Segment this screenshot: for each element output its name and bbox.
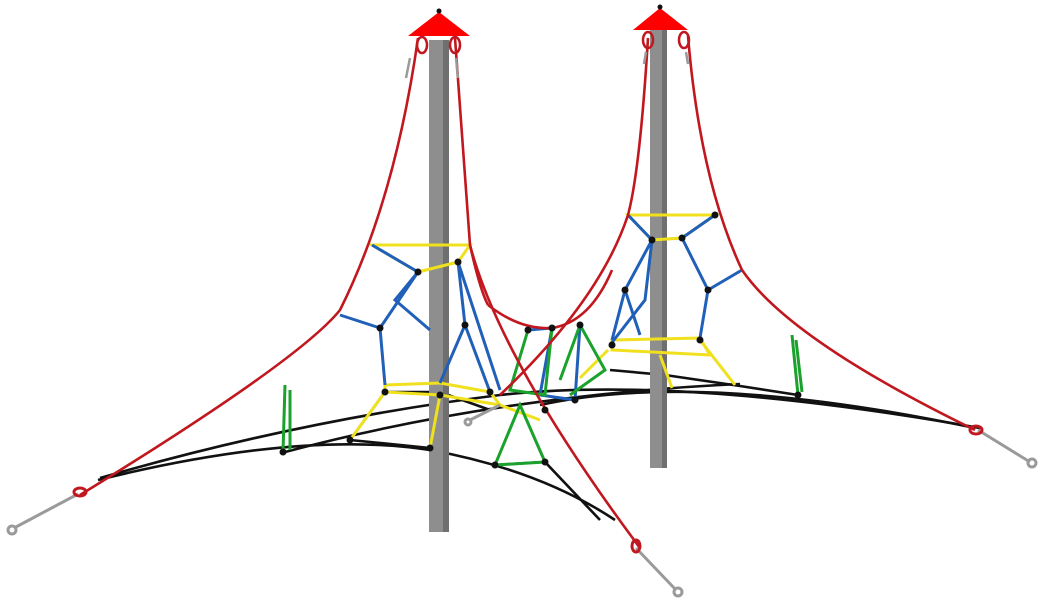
- knot: [461, 321, 469, 329]
- knot: [696, 336, 704, 344]
- anchor-shackle-icon: [72, 486, 88, 498]
- anchor-ring-icon: [463, 417, 473, 427]
- knot: [381, 388, 389, 396]
- blue-web-tower2-left: [610, 213, 654, 341]
- pole-left-shade: [443, 40, 449, 532]
- anchor-ring-icon: [6, 524, 18, 536]
- green-pyramid-center: [508, 327, 554, 397]
- cap-left-tip: [436, 8, 442, 14]
- knot: [608, 341, 616, 349]
- anchor-group: [6, 403, 1038, 598]
- yellow-center-link: [499, 403, 541, 422]
- green-strap-left: [281, 384, 292, 453]
- black-rope-tower2-base: [609, 368, 799, 397]
- cap-right: [633, 8, 688, 30]
- knot: [648, 236, 656, 244]
- knot: [541, 458, 549, 466]
- knot: [541, 406, 549, 414]
- anchor-front: [630, 538, 684, 598]
- knot: [524, 326, 532, 334]
- red-rope-right-outer: [686, 35, 976, 432]
- cap-group: [408, 4, 688, 36]
- blue-web-tower2-inner: [608, 239, 654, 346]
- knot: [454, 258, 462, 266]
- knot: [711, 211, 719, 219]
- green-triangle-lower: [492, 401, 548, 467]
- green-rope-group: [281, 324, 804, 467]
- knot: [548, 324, 556, 332]
- yellow-legs-tower2: [578, 339, 737, 389]
- knot-group: [279, 211, 802, 469]
- knot: [376, 324, 384, 332]
- knot: [486, 388, 494, 396]
- knot: [436, 391, 444, 399]
- anchor-right: [968, 424, 1038, 469]
- knot: [414, 268, 422, 276]
- green-strap-right: [790, 334, 804, 396]
- pole-right-shade: [662, 28, 667, 468]
- anchor-shackle-icon: [968, 424, 984, 436]
- pole-left: [429, 40, 449, 532]
- cap-left: [408, 12, 470, 36]
- top-hardware-group: [404, 30, 691, 79]
- shackle-icon: [641, 30, 655, 50]
- shackle-icon: [677, 30, 691, 50]
- knot: [704, 286, 712, 294]
- knot: [279, 448, 287, 456]
- anchor-left: [6, 486, 88, 536]
- knot: [426, 444, 434, 452]
- knot: [491, 461, 499, 469]
- black-rope-right: [539, 390, 976, 430]
- red-rope-left-outer: [79, 37, 420, 497]
- red-rope-right-inner: [499, 37, 650, 396]
- knot: [576, 321, 584, 329]
- shackle-icon: [415, 35, 429, 55]
- anchor-turnbuckle-front: [634, 546, 678, 592]
- anchor-turnbuckle-center: [469, 403, 501, 422]
- green-web-right: [558, 324, 607, 397]
- red-rope-left-to-center: [468, 244, 490, 306]
- knot: [621, 286, 629, 294]
- knot: [794, 391, 802, 399]
- yellow-legs-tower1: [348, 391, 442, 449]
- shackle-icon: [448, 35, 462, 55]
- blue-web-tower1-left: [339, 243, 421, 386]
- red-rope-group: [79, 35, 976, 549]
- black-rope-front: [97, 443, 616, 522]
- turnbuckle-top-left: [404, 51, 690, 79]
- anchor-center: [463, 403, 501, 427]
- anchor-ring-icon: [1026, 457, 1038, 469]
- anchor-shackle-icon: [630, 538, 642, 554]
- knot: [571, 396, 579, 404]
- knot: [678, 234, 686, 242]
- anchor-turnbuckle-left: [13, 492, 79, 530]
- pole-right: [650, 28, 667, 468]
- blue-web-tower1-inner: [392, 271, 431, 332]
- anchor-ring-icon: [672, 586, 684, 598]
- black-rope-tower1-front: [349, 438, 431, 450]
- anchor-turnbuckle-right: [977, 428, 1031, 464]
- knot: [346, 436, 354, 444]
- cap-right-tip: [657, 4, 663, 10]
